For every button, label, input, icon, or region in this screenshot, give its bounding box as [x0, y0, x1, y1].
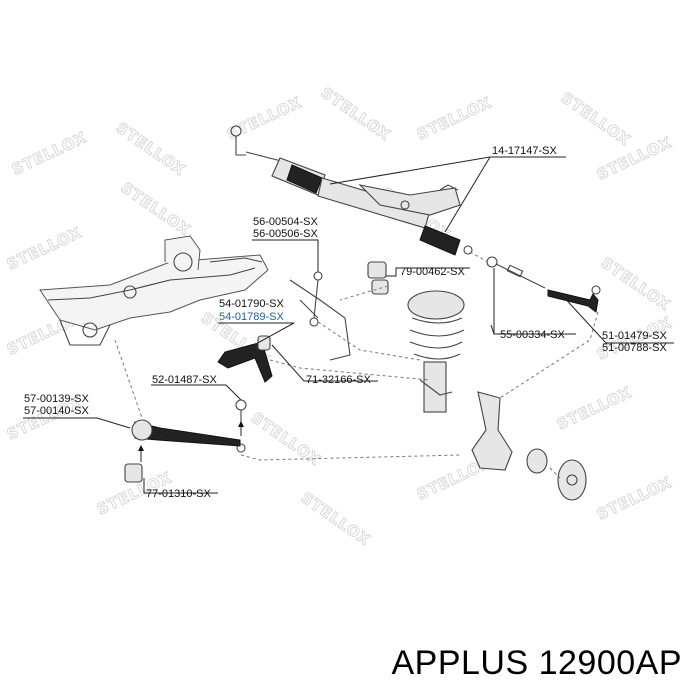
label-inner-tie-rod: 55-00334-SX — [500, 329, 565, 341]
watermark: STELLOX — [318, 84, 394, 145]
control-arm — [217, 335, 273, 383]
label-ball-joint: 52-01487-SX — [152, 374, 217, 386]
watermark: STELLOX — [298, 489, 374, 550]
watermark: STELLOX — [554, 383, 635, 433]
label-tie-rod-end-b: 51-00788-SX — [602, 342, 667, 354]
watermark: STELLOX — [598, 254, 674, 315]
label-steering-rack: 14-17147-SX — [492, 145, 557, 157]
label-tie-rod-end-a: 51-01479-SX — [602, 330, 667, 342]
watermark: STELLOX — [594, 133, 675, 183]
leader-lines — [23, 156, 674, 494]
strut-rod — [124, 419, 244, 483]
watermark: STELLOX — [4, 223, 85, 273]
knuckle — [471, 391, 513, 471]
label-control-arm-a: 54-01790-SX — [219, 298, 284, 310]
label-arm-bushing: 71-32166-SX — [306, 374, 371, 386]
brand-caption: APPLUS 12900AP — [391, 644, 682, 682]
label-stabilizer-link-b: 56-00506-SX — [253, 228, 318, 240]
watermark: STELLOX — [248, 409, 324, 470]
steering-rack — [230, 125, 473, 256]
tie-rod-end — [547, 285, 601, 313]
label-stabilizer-bushing: 79-00462-SX — [400, 266, 465, 278]
wheel-hub — [557, 459, 587, 501]
label-strut-rod-a: 57-00139-SX — [24, 393, 89, 405]
watermark: STELLOX — [9, 128, 90, 178]
watermark: STELLOX — [118, 179, 194, 240]
assembly-lines — [114, 251, 599, 479]
stabilizer-link — [289, 271, 351, 361]
label-strut-rod-b: 57-00140-SX — [24, 405, 89, 417]
wheel-bearing — [526, 448, 548, 474]
watermark: STELLOX — [113, 119, 189, 180]
strut-assembly — [407, 290, 465, 413]
label-strut-rod-bushing: 77-01310-SX — [146, 488, 211, 500]
watermark: STELLOX — [558, 89, 634, 150]
watermark: STELLOX — [594, 473, 675, 523]
label-stabilizer-link-a: 56-00504-SX — [253, 216, 318, 228]
part-labels: 14-17147-SX 56-00504-SX 56-00506-SX 79-0… — [24, 145, 667, 500]
watermark: STELLOX — [414, 93, 495, 143]
inner-tie-rod — [486, 256, 546, 289]
label-control-arm-b: 54-01789-SX — [219, 311, 284, 323]
stabilizer-bushing — [367, 261, 389, 295]
subframe — [39, 235, 269, 346]
